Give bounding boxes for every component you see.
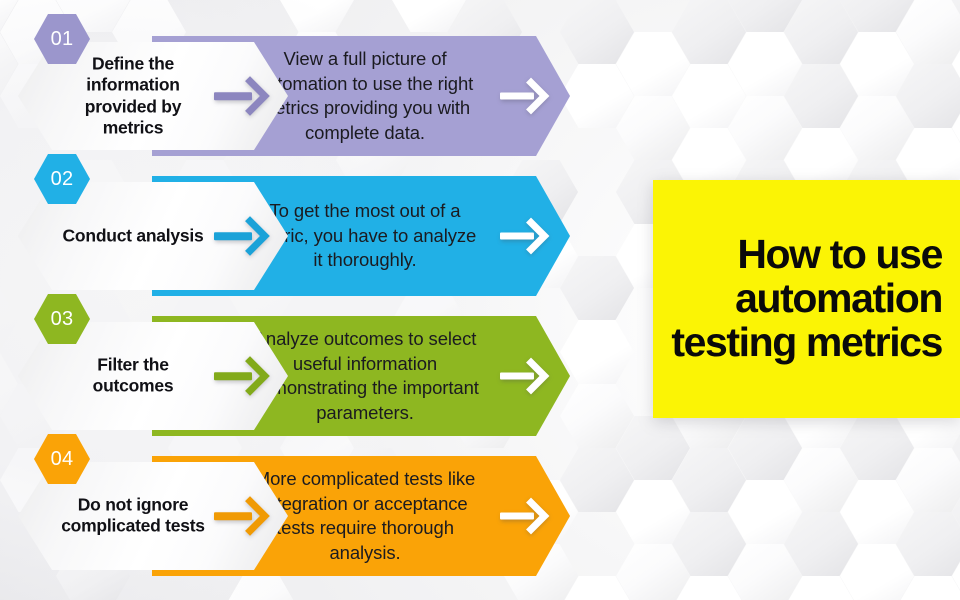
step-description: To get the most out of a metric, you hav…: [253, 200, 477, 271]
step-label-panel-02: Conduct analysis: [18, 182, 288, 290]
step-label: Do not ignore complicated tests: [61, 494, 205, 536]
step-description: Analyze outcomes to select useful inform…: [251, 327, 479, 423]
arrow-right-icon: [214, 356, 264, 396]
arrow-shaft: [500, 373, 534, 380]
arrow-shaft: [214, 92, 252, 100]
arrow-head: [230, 216, 270, 256]
arrow-head: [513, 498, 550, 535]
arrow-right-icon: [214, 76, 264, 116]
step-row-04: More complicated tests like integration …: [0, 434, 600, 576]
title-card: How to use automation testing metrics: [653, 180, 960, 418]
arrow-shaft: [214, 512, 252, 520]
arrow-right-icon: [214, 216, 264, 256]
page-title: How to use automation testing metrics: [671, 231, 943, 365]
arrow-right-icon: [500, 77, 544, 115]
arrow-shaft: [214, 372, 252, 380]
step-row-03: Analyze outcomes to select useful inform…: [0, 294, 600, 436]
arrow-shaft: [500, 513, 534, 520]
arrow-head: [513, 218, 550, 255]
arrow-head: [513, 358, 550, 395]
step-description: More complicated tests like integration …: [254, 467, 476, 563]
arrow-shaft: [500, 233, 534, 240]
arrow-right-icon: [500, 497, 544, 535]
hexagon-tile: [224, 576, 298, 600]
step-number-badge-04: 04: [34, 434, 90, 484]
arrow-head: [230, 356, 270, 396]
arrow-right-icon: [500, 357, 544, 395]
arrow-shaft: [500, 93, 534, 100]
step-label: Define the information provided by metri…: [84, 53, 182, 138]
step-description: View a full picture of automation to use…: [256, 47, 474, 143]
step-row-02: To get the most out of a metric, you hav…: [0, 154, 600, 296]
arrow-head: [230, 76, 270, 116]
arrow-head: [230, 496, 270, 536]
arrow-head: [513, 78, 550, 115]
step-label: Conduct analysis: [62, 225, 204, 246]
arrow-shaft: [214, 232, 252, 240]
step-number-badge-03: 03: [34, 294, 90, 344]
arrow-right-icon: [500, 217, 544, 255]
step-row-01: View a full picture of automation to use…: [0, 14, 600, 156]
step-label: Filter the outcomes: [92, 354, 174, 396]
arrow-right-icon: [214, 496, 264, 536]
hexagon-tile: [280, 0, 354, 32]
